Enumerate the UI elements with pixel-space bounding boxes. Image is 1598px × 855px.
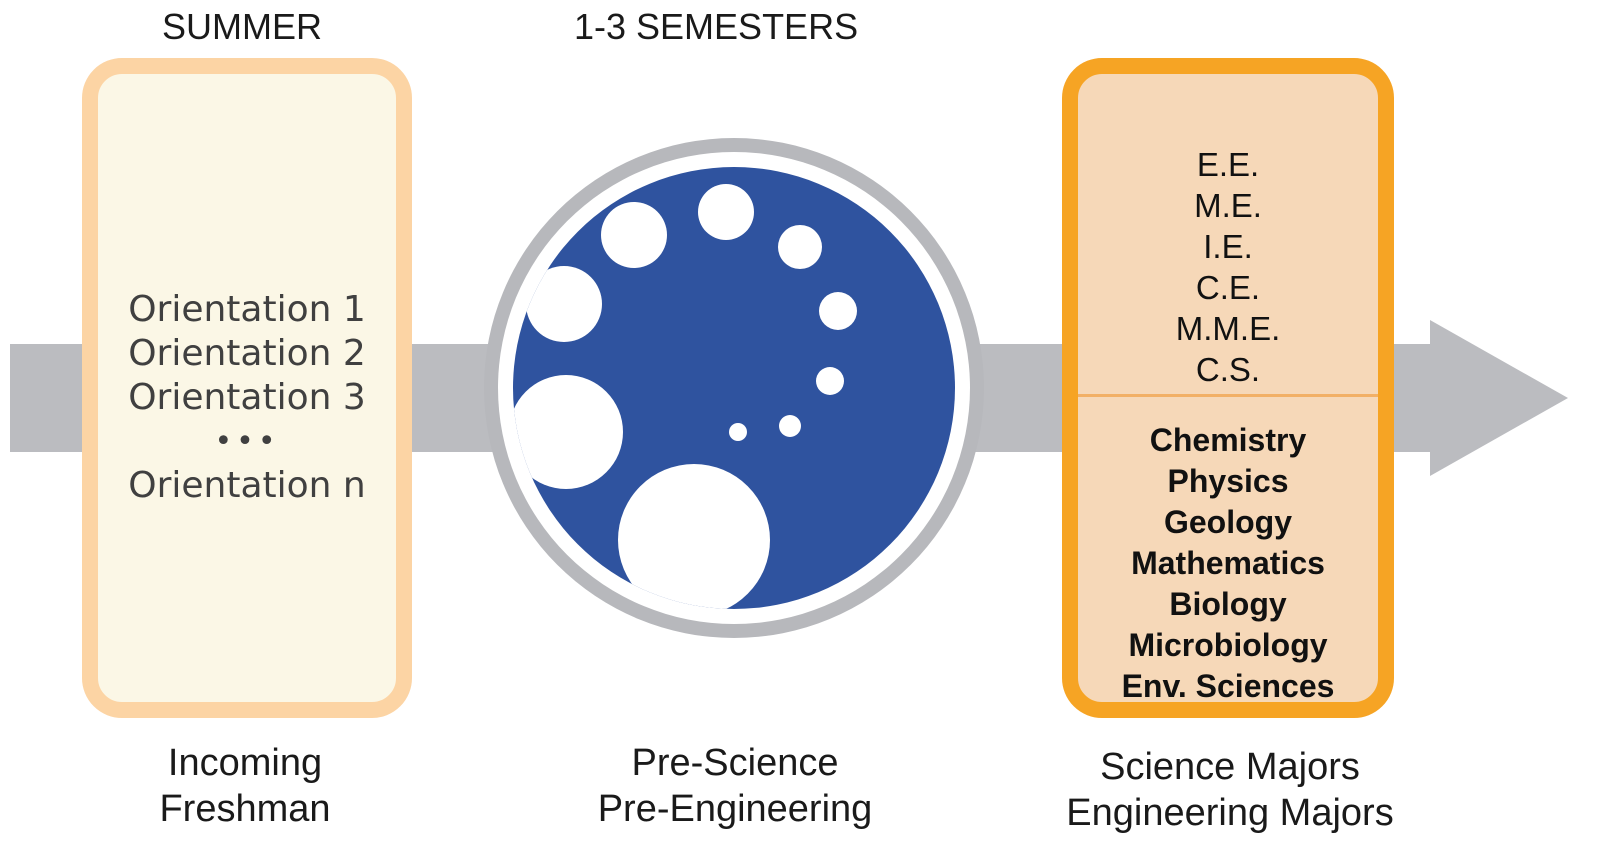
engineering-major: I.E. [1203,228,1253,265]
bubble-dot [778,225,822,269]
bubble-dot [526,266,602,342]
majors-box: E.E. M.E. I.E. C.E. M.M.E. C.S. Chemistr… [1062,58,1394,718]
engineering-major: E.E. [1196,146,1260,183]
bubble-dot [601,202,667,268]
science-major: Chemistry [1149,422,1307,458]
science-majors-list: Chemistry Physics Geology Mathematics Bi… [1078,420,1378,704]
semesters-header: 1-3 SEMESTERS [574,6,859,47]
orientation-ellipsis: ••• [214,424,280,459]
orientation-item: Orientation n [128,465,366,506]
orientation-item: Orientation 1 [128,289,366,330]
flow-arrow-head [1430,320,1568,476]
pre-program-caption: Pre-Science Pre-Engineering [560,740,910,832]
caption-line: Pre-Engineering [597,788,873,830]
science-major: Microbiology [1128,627,1328,663]
caption-line: Freshman [159,788,331,830]
bubble-dot [819,292,857,330]
engineering-major: C.E. [1195,269,1261,306]
incoming-freshman-caption: Incoming Freshman [100,740,390,832]
science-major: Physics [1167,463,1289,499]
science-major: Env. Sciences [1121,668,1335,704]
bubble-dot [779,415,801,437]
caption-line: Science Majors [1100,746,1360,788]
pre-program-circle [484,138,984,638]
majors-divider [1078,394,1378,397]
summer-header: SUMMER [162,6,322,47]
engineering-majors-list: E.E. M.E. I.E. C.E. M.M.E. C.S. [1078,144,1378,390]
science-major: Mathematics [1131,545,1325,581]
bubble-dot [729,423,747,441]
bubble-dot [618,464,770,609]
bubble-dots [513,184,857,609]
science-major: Geology [1163,504,1292,540]
science-major: Biology [1169,586,1287,622]
orientation-list: Orientation 1 Orientation 2 Orientation … [98,288,396,508]
engineering-major: C.S. [1195,351,1261,388]
caption-line: Engineering Majors [1066,792,1394,834]
orientation-box: Orientation 1 Orientation 2 Orientation … [82,58,412,718]
caption-line: Incoming [167,742,323,784]
majors-caption: Science Majors Engineering Majors [1040,744,1420,836]
caption-line: Pre-Science [631,742,839,784]
engineering-major: M.E. [1194,187,1262,224]
bubble-dot [513,375,623,489]
orientation-item: Orientation 3 [128,377,366,418]
orientation-item: Orientation 2 [128,333,366,374]
bubble-dot [698,184,754,240]
engineering-major: M.M.E. [1175,310,1281,347]
bubble-dot [816,367,844,395]
